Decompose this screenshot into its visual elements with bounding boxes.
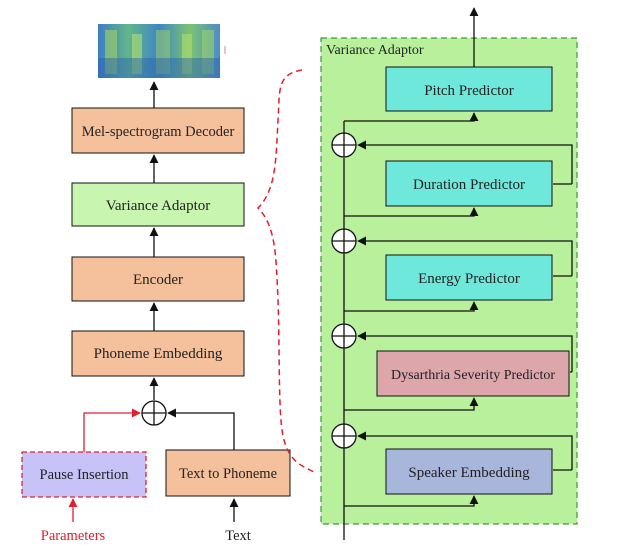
arrow-to-energy (344, 301, 479, 312)
variance-adaptor-box: Variance Adaptor (71, 182, 245, 227)
arrow-to-duration (344, 207, 479, 217)
dysarthria-predictor-box: Dysarthria Severity Predictor (376, 350, 570, 397)
parameters-label: Parameters (41, 528, 106, 544)
duration-predictor-box: Duration Predictor (385, 160, 553, 207)
left-sum-node (141, 400, 167, 426)
energy-predictor-box: Energy Predictor (385, 254, 553, 301)
arrow-energy-feedback (357, 236, 573, 276)
arrow-speaker-feedback (357, 431, 573, 470)
text-to-phoneme-label: Text to Phoneme (179, 466, 277, 482)
sum-node-3 (331, 323, 357, 349)
sum-node-1 (331, 132, 357, 158)
sum-node-4 (331, 423, 357, 449)
mel-spectrogram-image (98, 24, 226, 78)
dysarthria-predictor-label: Dysarthria Severity Predictor (391, 368, 555, 383)
pause-insertion-label: Pause Insertion (40, 467, 130, 483)
pause-insertion-box: Pause Insertion (21, 451, 147, 498)
zoom-brace (256, 69, 315, 473)
mel-decoder-box: Mel-spectrogram Decoder (71, 107, 245, 154)
arrow-to-pitch (344, 112, 479, 122)
phoneme-embedding-box: Phoneme Embedding (71, 330, 245, 377)
sum-node-2 (331, 228, 357, 254)
speaker-embedding-label: Speaker Embedding (408, 465, 530, 481)
speaker-embedding-box: Speaker Embedding (385, 448, 553, 495)
encoder-box: Encoder (71, 256, 245, 302)
mel-decoder-label: Mel-spectrogram Decoder (82, 124, 235, 140)
encoder-label: Encoder (133, 272, 183, 288)
arrow-to-dysarthria (344, 397, 479, 411)
arrow-duration-feedback (357, 140, 573, 184)
arrow-to-speaker (344, 495, 479, 507)
variance-adaptor-panel-title: Variance Adaptor (326, 43, 424, 58)
arrow-dysarthria-feedback (357, 331, 573, 372)
text-to-phoneme-box: Text to Phoneme (165, 449, 291, 497)
text-input-label: Text (225, 528, 251, 544)
pitch-predictor-label: Pitch Predictor (424, 83, 514, 99)
duration-predictor-label: Duration Predictor (413, 177, 525, 193)
arrow-pause-to-sum (83, 408, 141, 452)
energy-predictor-label: Energy Predictor (418, 271, 520, 287)
pitch-predictor-box: Pitch Predictor (385, 66, 553, 112)
arrow-t2p-to-sum (167, 408, 235, 450)
variance-adaptor-label: Variance Adaptor (106, 198, 211, 214)
phoneme-embedding-label: Phoneme Embedding (94, 346, 223, 362)
